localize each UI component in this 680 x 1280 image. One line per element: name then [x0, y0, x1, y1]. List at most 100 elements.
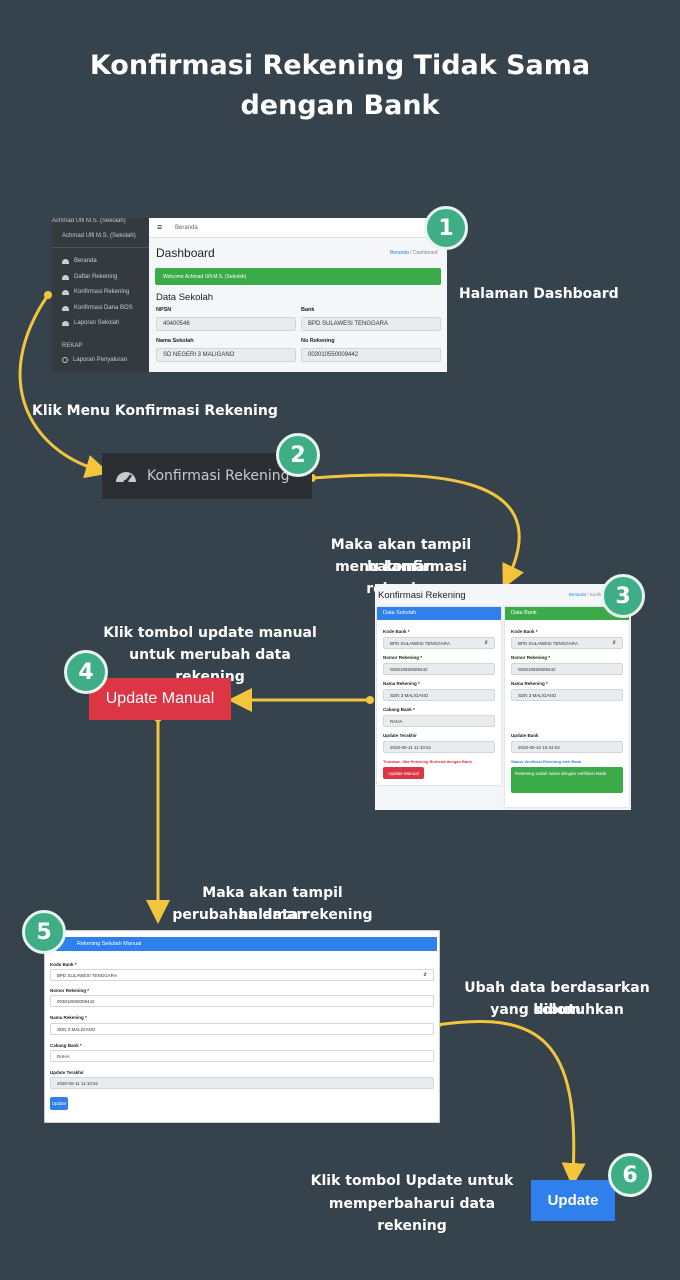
status-verifikasi-label: Status Verifikasi Rekening oleh Bank [511, 759, 582, 764]
nama-rekening-field: SDN 3 MALIGANO [383, 689, 495, 701]
nomor-rekening-field: 003010550009442 [383, 663, 495, 675]
bank-kode-bank-select[interactable]: BPD SULAWESI TENGGARA ⇵ [511, 637, 623, 649]
form-update-terakhir-label: Update Terakhir [50, 1070, 84, 1075]
sidebar-item-label: Konfirmasi Dana BOS [74, 305, 133, 311]
cabang-bank-label: Cabang Bank * [383, 707, 415, 712]
breadcrumb-home[interactable]: Beranda [390, 250, 409, 256]
form-nama-rekening-label: Nama Rekening * [50, 1015, 87, 1020]
caption-click-update-1: Klik tombol update manual [103, 625, 317, 641]
select-arrows-icon: ⇵ [612, 640, 616, 645]
caption-click-menu: Klik Menu Konfirmasi Rekening [32, 403, 278, 419]
caption-edit-2: yang dibutuhkan [490, 1002, 624, 1018]
nama-rekening-label: Nama Rekening * [383, 681, 420, 686]
dashboard-screenshot: Achmad Ulfi M.S. (Sekolah) Achmad Ulfi M… [52, 218, 447, 372]
breadcrumb: Beranda / Konfirm [569, 592, 605, 597]
caption-show-change-1: Maka akan tampil halaman [202, 885, 343, 923]
sidebar-item-daftar-rekening[interactable]: Daftar Rekening [62, 274, 117, 280]
update-terakhir-label: Update Terakhir [383, 733, 417, 738]
data-sekolah-card: Data Sekolah Kode Bank * BPD SULAWESI TE… [377, 607, 501, 785]
bank-kode-value: BPD SULAWESI TENGGARA [518, 640, 579, 646]
bank-label: Bank [301, 307, 315, 313]
dashboard-gauge-icon [116, 472, 136, 485]
step-5-badge: 5 [22, 910, 66, 954]
sidebar-brand: Achmad Ulfi M.S. (Sekolah) [52, 218, 126, 224]
breadcrumb-home[interactable]: Beranda [569, 592, 587, 597]
bank-nama-rekening-label: Nama Rekening * [511, 681, 548, 686]
gauge-icon [62, 274, 69, 280]
select-arrows-icon: ⇵ [484, 640, 488, 645]
sidebar-item-label: Laporan Penyaluran [73, 357, 128, 363]
step-6-badge: 6 [608, 1153, 652, 1197]
kode-bank-value: BPD SULAWESI TENGGARA [390, 640, 451, 646]
konfirmasi-rekening-screenshot: Konfirmasi Rekening Beranda / Konfirm Da… [375, 584, 631, 810]
sidebar-section-rekap: REKAP [62, 343, 83, 349]
menu-item-label: Konfirmasi Rekening [147, 468, 290, 484]
gauge-icon [62, 289, 69, 295]
data-bank-card-header: Data Bank [505, 607, 629, 620]
bank-nomor-rekening-field: 003010550009442 [511, 663, 623, 675]
bank-field: BPD SULAWESI TENGGARA [301, 317, 441, 331]
form-update-button[interactable]: Update [50, 1097, 68, 1110]
sidebar-item-label: Daftar Rekening [74, 274, 118, 280]
data-sekolah-card-header: Data Sekolah [377, 607, 501, 620]
nama-sekolah-label: Nama Sekolah [156, 338, 194, 344]
bank-kode-bank-label: Kode Bank * [511, 629, 538, 634]
form-kode-bank-select[interactable]: BPD SULAWESI TENGGARA ⇵ [50, 969, 434, 981]
sidebar-item-beranda[interactable]: Beranda [62, 258, 97, 264]
npsn-field: 40400546 [156, 317, 296, 331]
breadcrumb: Beranda / Dashboard [390, 250, 438, 256]
dashboard-sidebar: Achmad Ulfi M.S. (Sekolah) Achmad Ulfi M… [52, 218, 149, 372]
update-manual-button[interactable]: Update Manual [89, 678, 231, 720]
form-nama-rekening-input[interactable]: SDN 3 MALIGANO [50, 1023, 434, 1035]
gauge-icon [62, 320, 69, 326]
sidebar-item-label: Konfirmasi Rekening [74, 289, 130, 295]
nama-sekolah-field: SD NEGERI 3 MALIGANO [156, 348, 296, 362]
update-bank-field: 2020-06-10 16:34:04 [511, 741, 623, 753]
sidebar-item-konfirmasi-rekening[interactable]: Konfirmasi Rekening [62, 289, 129, 295]
breadcrumb-separator: / [587, 592, 589, 597]
breadcrumb-separator: / [410, 250, 412, 256]
caption-show-confirm-1: Maka akan tampil halaman [330, 537, 472, 575]
konfirmasi-heading: Konfirmasi Rekening [378, 590, 466, 601]
form-kode-bank-value: BPD SULAWESI TENGGARA [57, 972, 118, 978]
step-1-badge: 1 [424, 206, 468, 250]
welcome-alert: Welcome Achmad Ulfi M.S. (Sekolah) [155, 268, 441, 285]
update-manual-button-small[interactable]: Update Manual [383, 767, 424, 779]
update-manual-form-screenshot: Rekening Sekolah Manual Kode Bank * BPD … [44, 930, 440, 1123]
update-button[interactable]: Update [531, 1180, 615, 1221]
nomor-rekening-label: Nomor Rekening * [383, 655, 423, 660]
page-title-line-2: dengan Bank [240, 90, 440, 121]
dashboard-heading: Dashboard [156, 246, 215, 260]
step-2-badge: 2 [276, 433, 320, 477]
form-cabang-bank-input[interactable]: RAHA [50, 1050, 434, 1062]
gauge-icon [62, 305, 69, 311]
step-4-badge: 4 [64, 650, 108, 694]
cabang-bank-field: RAHA [383, 715, 495, 727]
topbar-home-link[interactable]: Beranda [175, 225, 198, 231]
sidebar-item-laporan-penyaluran[interactable]: Laporan Penyaluran [62, 357, 127, 363]
form-update-terakhir-field: 2020-06-11 11:10:51 [50, 1077, 434, 1089]
arrow-1-to-2 [18, 294, 110, 479]
caption-edit-1: Ubah data berdasarkan kolom [464, 980, 650, 1018]
form-nomor-rekening-input[interactable]: 003010550009442 [50, 995, 434, 1007]
sidebar-item-laporan-sekolah[interactable]: Laporan Sekolah [62, 320, 119, 326]
warning-text: Tindakan Jika Rekening Berbeda dengan Ba… [383, 759, 472, 764]
kode-bank-select[interactable]: BPD SULAWESI TENGGARA ⇵ [383, 637, 495, 649]
form-cabang-bank-label: Cabang Bank * [50, 1043, 82, 1048]
hamburger-icon[interactable]: ≡ [157, 222, 163, 232]
bank-nomor-rekening-label: Nomor Rekening * [511, 655, 551, 660]
caption-final-2: memperbaharui data rekening [328, 1196, 496, 1234]
select-arrows-icon: ⇵ [423, 972, 427, 977]
form-header: Rekening Sekolah Manual [49, 937, 437, 951]
sidebar-item-label: Beranda [74, 258, 97, 264]
kode-bank-label: Kode Bank * [383, 629, 410, 634]
page-title-line-1: Konfirmasi Rekening Tidak Sama [89, 50, 591, 81]
sidebar-item-konfirmasi-dana-bos[interactable]: Konfirmasi Dana BOS [62, 305, 133, 311]
status-verifikasi-box: Rekening sudah sama dengan verifikasi Ba… [511, 767, 623, 793]
circle-icon [62, 357, 68, 363]
gauge-icon [62, 258, 69, 264]
data-sekolah-heading: Data Sekolah [156, 292, 214, 303]
caption-dashboard: Halaman Dashboard [459, 286, 619, 302]
breadcrumb-current: Dashboard [413, 250, 438, 256]
update-terakhir-field: 2020-06-11 11:10:51 [383, 741, 495, 753]
